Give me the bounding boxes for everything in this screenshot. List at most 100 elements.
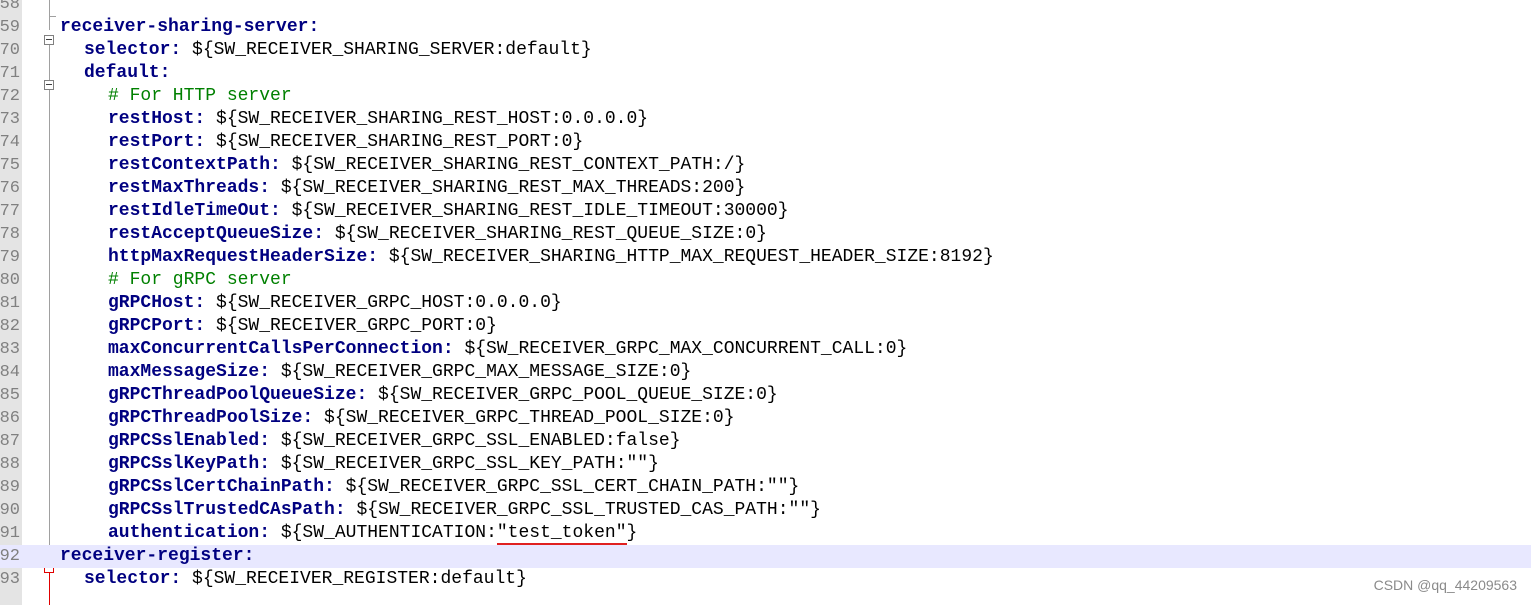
yaml-value: ${SW_RECEIVER_GRPC_MAX_CONCURRENT_CALL:0… [453, 339, 908, 359]
line-number: 73 [0, 110, 20, 129]
line-number: 93 [0, 570, 20, 589]
yaml-value: ${SW_RECEIVER_SHARING_REST_QUEUE_SIZE:0} [324, 224, 767, 244]
yaml-key: gRPCThreadPoolQueueSize: [108, 385, 368, 405]
yaml-value: ${SW_RECEIVER_SHARING_REST_HOST:0.0.0.0} [205, 109, 649, 129]
line-number-gutter [0, 0, 22, 605]
line-number: 76 [0, 179, 20, 198]
yaml-key: restMaxThreads: [108, 178, 271, 198]
line-text: authentication: ${SW_AUTHENTICATION:"tes… [60, 522, 638, 546]
yaml-value: ${SW_RECEIVER_GRPC_THREAD_POOL_SIZE:0} [313, 408, 735, 428]
line-number: 74 [0, 133, 20, 152]
yaml-value: } [626, 523, 638, 543]
code-line[interactable]: 73 restHost: ${SW_RECEIVER_SHARING_REST_H… [0, 108, 1531, 131]
code-line[interactable]: 91 authentication: ${SW_AUTHENTICATION:"t… [0, 522, 1531, 546]
code-line[interactable]: 72 # For HTTP server [0, 85, 1531, 108]
yaml-value: ${SW_RECEIVER_SHARING_REST_MAX_THREADS:2… [270, 178, 746, 198]
yaml-key: restAcceptQueueSize: [108, 224, 325, 244]
yaml-value: ${SW_RECEIVER_REGISTER:default} [181, 569, 527, 589]
yaml-key: gRPCThreadPoolSize: [108, 408, 314, 428]
yaml-key: restPort: [108, 132, 206, 152]
yaml-value: ${SW_RECEIVER_GRPC_PORT:0} [205, 316, 497, 336]
yaml-key: maxMessageSize: [108, 362, 271, 382]
fold-toggle-default[interactable] [44, 80, 54, 90]
yaml-value: ${SW_RECEIVER_GRPC_POOL_QUEUE_SIZE:0} [367, 385, 778, 405]
code-line[interactable]: 86 gRPCThreadPoolSize: ${SW_RECEIVER_GRPC… [0, 407, 1531, 430]
line-text: default: [60, 62, 170, 85]
yaml-value: ${SW_RECEIVER_SHARING_HTTP_MAX_REQUEST_H… [378, 247, 994, 267]
fold-guide-line [49, 90, 50, 558]
code-line[interactable]: 79 httpMaxRequestHeaderSize: ${SW_RECEIVE… [0, 246, 1531, 269]
line-text: restContextPath: ${SW_RECEIVER_SHARING_R… [60, 154, 745, 177]
code-line[interactable]: 78 restAcceptQueueSize: ${SW_RECEIVER_SHA… [0, 223, 1531, 246]
line-text: receiver-register: [60, 545, 254, 568]
fold-toggle-receiver-sharing-server[interactable] [44, 35, 54, 45]
line-text: restAcceptQueueSize: ${SW_RECEIVER_SHARI… [60, 223, 767, 246]
yaml-key: default: [84, 63, 171, 83]
line-number: 89 [0, 478, 20, 497]
code-line[interactable]: 83 maxConcurrentCallsPerConnection: ${SW_… [0, 338, 1531, 361]
line-number: 82 [0, 317, 20, 336]
line-number: 92 [0, 547, 20, 566]
code-line[interactable]: 92 receiver-register: [0, 545, 1531, 568]
fold-guide-line-active [49, 573, 50, 605]
line-number: 78 [0, 225, 20, 244]
yaml-key: gRPCPort: [108, 316, 206, 336]
code-line[interactable]: 76 restMaxThreads: ${SW_RECEIVER_SHARING_… [0, 177, 1531, 200]
line-number: 80 [0, 271, 20, 290]
yaml-value: ${SW_RECEIVER_GRPC_SSL_TRUSTED_CAS_PATH:… [345, 500, 821, 520]
fold-end-marker [49, 16, 56, 17]
yaml-key: maxConcurrentCallsPerConnection: [108, 339, 454, 359]
line-text: gRPCThreadPoolQueueSize: ${SW_RECEIVER_G… [60, 384, 778, 407]
line-text: gRPCSslEnabled: ${SW_RECEIVER_GRPC_SSL_E… [60, 430, 681, 453]
code-line[interactable]: 58 [0, 0, 1531, 16]
line-number: 86 [0, 409, 20, 428]
yaml-key: gRPCSslEnabled: [108, 431, 271, 451]
fold-guide-line [49, 45, 50, 80]
code-line[interactable]: 80 # For gRPC server [0, 269, 1531, 292]
code-line[interactable]: 93 selector: ${SW_RECEIVER_REGISTER:defau… [0, 568, 1531, 591]
line-text: httpMaxRequestHeaderSize: ${SW_RECEIVER_… [60, 246, 994, 269]
code-line[interactable]: 74 restPort: ${SW_RECEIVER_SHARING_REST_P… [0, 131, 1531, 154]
code-line[interactable]: 84 maxMessageSize: ${SW_RECEIVER_GRPC_MAX… [0, 361, 1531, 384]
line-number: 72 [0, 87, 20, 106]
line-text: maxMessageSize: ${SW_RECEIVER_GRPC_MAX_M… [60, 361, 691, 384]
line-text: restPort: ${SW_RECEIVER_SHARING_REST_POR… [60, 131, 583, 154]
yaml-value: ${SW_RECEIVER_SHARING_REST_IDLE_TIMEOUT:… [280, 201, 789, 221]
line-text: selector: ${SW_RECEIVER_SHARING_SERVER:d… [60, 39, 592, 62]
yaml-key: selector: [84, 569, 182, 589]
line-number: 83 [0, 340, 20, 359]
yaml-comment: # For gRPC server [108, 270, 292, 290]
line-number: 79 [0, 248, 20, 267]
line-number: 58 [0, 0, 20, 14]
line-text: gRPCPort: ${SW_RECEIVER_GRPC_PORT:0} [60, 315, 497, 338]
fold-guide-line [49, 0, 50, 30]
yaml-comment: # For HTTP server [108, 86, 292, 106]
yaml-key: restHost: [108, 109, 206, 129]
line-number: 84 [0, 363, 20, 382]
line-text: maxConcurrentCallsPerConnection: ${SW_RE… [60, 338, 907, 361]
yaml-value: ${SW_RECEIVER_GRPC_HOST:0.0.0.0} [205, 293, 562, 313]
yaml-value: ${SW_RECEIVER_GRPC_MAX_MESSAGE_SIZE:0} [270, 362, 692, 382]
yaml-key: restIdleTimeOut: [108, 201, 281, 221]
yaml-key: gRPCSslKeyPath: [108, 454, 271, 474]
yaml-value: ${SW_AUTHENTICATION: [270, 523, 497, 543]
line-number: 91 [0, 524, 20, 543]
code-line[interactable]: 89 gRPCSslCertChainPath: ${SW_RECEIVER_GR… [0, 476, 1531, 499]
line-text: gRPCSslCertChainPath: ${SW_RECEIVER_GRPC… [60, 476, 799, 499]
code-line[interactable]: 82 gRPCPort: ${SW_RECEIVER_GRPC_PORT:0} [0, 315, 1531, 338]
line-text: gRPCSslTrustedCAsPath: ${SW_RECEIVER_GRP… [60, 499, 821, 522]
watermark: CSDN @qq_44209563 [1373, 577, 1517, 593]
yaml-key: receiver-sharing-server: [60, 17, 320, 37]
yaml-key: gRPCSslCertChainPath: [108, 477, 335, 497]
